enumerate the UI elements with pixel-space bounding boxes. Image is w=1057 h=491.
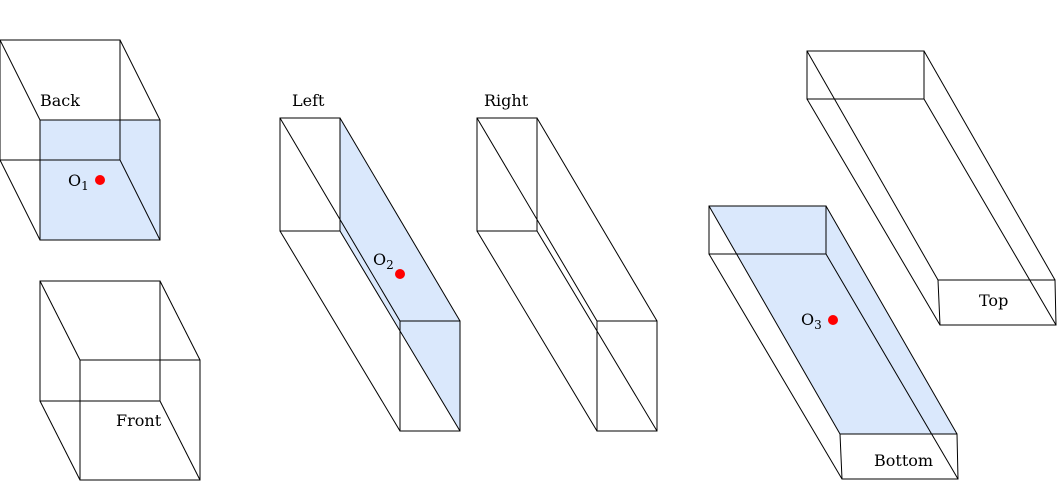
left-box-front-face <box>399 320 461 432</box>
front-box-back-face <box>39 280 161 402</box>
top-box-back-face <box>806 50 925 100</box>
back-box-front-face <box>39 119 161 241</box>
point-o1-label: O1 <box>68 171 89 193</box>
point-o1-marker <box>95 175 105 185</box>
front-box-front-face <box>79 359 201 481</box>
bottom-label: Bottom <box>874 451 933 470</box>
front-label: Front <box>116 411 162 430</box>
point-o3-marker <box>828 315 838 325</box>
bottom-box-back-face <box>708 205 827 255</box>
right-box-front-face <box>596 320 658 432</box>
back-label: Back <box>40 91 80 110</box>
back-box-back-face <box>0 39 121 161</box>
front-box: Front <box>39 280 201 481</box>
top-label: Top <box>979 291 1008 310</box>
left-box-back-face <box>279 117 341 232</box>
right-label: Right <box>484 91 529 110</box>
back-box: Back O1 <box>0 39 161 241</box>
point-o2-marker <box>395 269 405 279</box>
point-o3-label: O3 <box>801 310 822 332</box>
point-o2-label: O2 <box>373 250 394 272</box>
left-box: Left O2 <box>279 91 461 432</box>
top-box: Top <box>806 50 1057 326</box>
left-label: Left <box>292 91 325 110</box>
right-box: Right <box>476 91 658 432</box>
right-box-back-face <box>476 117 538 232</box>
bottom-box: Bottom O3 <box>708 205 959 480</box>
